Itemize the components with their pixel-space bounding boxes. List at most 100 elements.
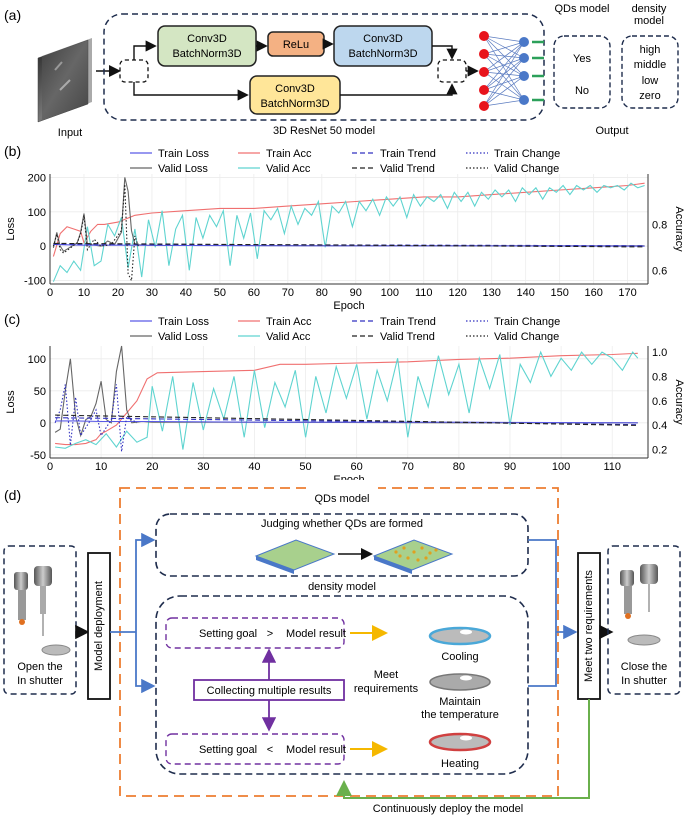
model-deployment-box [87,552,111,700]
close-line2: In shutter [621,675,667,687]
series-train-change [54,384,138,452]
substrate-plain-icon [254,539,336,574]
x-tick-label: 50 [299,461,311,473]
goal-greater-box [165,617,345,649]
legend-label: Valid Change [494,331,559,343]
conv-yellow-line1: Conv3D [275,83,315,95]
legend-label: Train Trend [380,148,436,160]
series-train-acc [55,352,638,446]
goal-bottom-op: < [267,744,273,756]
y-tick-label: 50 [34,386,46,398]
maintain-disk-icon [429,673,491,691]
y-tick-label: 100 [28,354,46,366]
open-line1: Open the [17,661,62,673]
collecting-label: Collecting multiple results [207,685,332,697]
heating-label: Heating [441,758,479,770]
x-tick-label: 70 [402,461,414,473]
goal-bottom-left: Setting goal [199,744,257,756]
y-tick-label: 200 [28,172,46,184]
legend-label: Train Loss [158,148,209,160]
x-tick-label: 150 [550,287,568,299]
x-tick-label: 10 [78,287,90,299]
legend-label: Train Change [494,316,560,328]
x-tick-label: 100 [381,287,399,299]
legend-label: Valid Trend [380,163,435,175]
neural-network-icon [479,31,544,111]
series-train-acc [52,182,645,257]
input-volume-image [37,38,92,123]
series-train-trend [55,417,638,426]
series-valid-trend [55,414,638,426]
panel-b-label: (b) [4,143,21,159]
x-tick-label: 60 [248,287,260,299]
legend-label: Train Acc [266,316,312,328]
x-tick-label: 140 [517,287,535,299]
conv3d-block-green [157,25,257,67]
x-tick-label: 160 [584,287,602,299]
series-valid-acc [52,182,645,282]
x-tick-label: 10 [95,461,107,473]
density-output-box [621,35,679,109]
output-label: Output [595,125,628,137]
conv-blue-line2: BatchNorm3D [348,48,417,60]
x-tick-label: 100 [552,461,570,473]
cooling-disk-icon [428,626,492,646]
model-deployment-label: Model deployment [93,581,105,671]
x-tick-label: 80 [453,461,465,473]
y2-tick-label: 0.6 [652,265,667,277]
continuous-label: Continuously deploy the model [373,803,523,815]
density-title-line1: density [632,3,667,15]
legend-label: Valid Loss [158,163,208,175]
y2-tick-label: 0.2 [652,444,667,456]
conv-green-line1: Conv3D [187,33,227,45]
legend-label: Valid Loss [158,331,208,343]
qds-judging-box [155,513,529,577]
y2-axis-label: Accuracy [673,379,685,425]
meet-line1: Meet [374,669,398,681]
series-valid-change [52,184,139,283]
x-tick-label: 0 [47,287,53,299]
x-tick-label: 80 [316,287,328,299]
x-tick-label: 90 [504,461,516,473]
density-title-line2: model [634,15,664,27]
y2-axis-label: Accuracy [673,206,685,252]
cooling-label: Cooling [441,651,478,663]
series-valid-trend [53,242,645,248]
y-axis-label: Loss [5,390,17,414]
x-tick-label: 0 [47,461,53,473]
goal-less-box [165,733,345,765]
goal-bottom-right: Model result [286,744,346,756]
goal-top-left: Setting goal [199,628,257,640]
x-tick-label: 50 [214,287,226,299]
panel-c-label: (c) [4,311,20,327]
x-tick-label: 30 [197,461,209,473]
resnet-label: 3D ResNet 50 model [273,125,375,137]
legend-label: Valid Trend [380,331,435,343]
junction-out [437,59,467,83]
y-tick-label: -100 [24,276,46,288]
x-tick-label: 20 [146,461,158,473]
close-shutter-box [607,545,681,695]
density-low: low [642,75,659,87]
meet-line2: requirements [354,683,419,695]
shutter-close-icon [620,564,661,646]
legend-label: Train Acc [266,148,312,160]
relu-label: ReLu [283,39,309,51]
qds-model-title: QDs model [554,3,609,15]
x-tick-label: 170 [618,287,636,299]
y-tick-label: 100 [28,207,46,219]
x-tick-label: 20 [112,287,124,299]
x-tick-label: 40 [180,287,192,299]
x-tick-label: 110 [603,461,621,473]
maintain-line2: the temperature [421,709,499,721]
qds-model-outer-box [119,487,559,797]
conv-yellow-line2: BatchNorm3D [260,98,329,110]
goal-top-op: > [267,628,273,640]
y2-tick-label: 0.6 [652,396,667,408]
x-axis-label: Epoch [333,300,364,312]
